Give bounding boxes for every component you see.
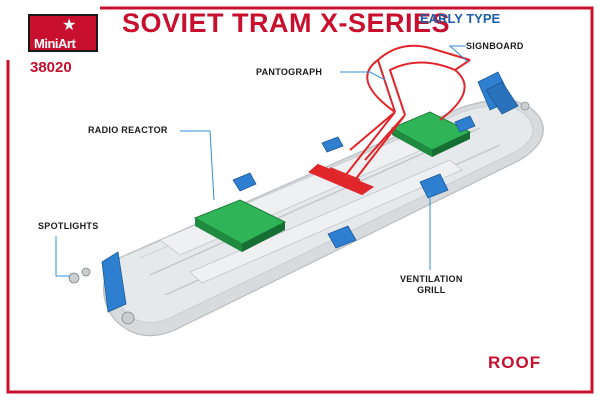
star-icon: ★ (62, 17, 77, 34)
roof-body (102, 99, 544, 337)
spotlights (68, 267, 135, 325)
callout-ventilation-line2: GRILL (417, 285, 446, 295)
page-subtitle: EARLY TYPE (420, 11, 501, 26)
callout-lines (55, 45, 469, 277)
section-label-roof: ROOF (488, 353, 542, 372)
callout-signboard: SIGNBOARD (466, 41, 524, 51)
ventilation-grills (232, 115, 476, 249)
kit-code: 38020 (30, 59, 72, 76)
callout-ventilation-line1: VENTILATION (400, 274, 463, 284)
brand-logo-text: MiniArt (34, 36, 76, 51)
page-title: SOVIET TRAM X-SERIES (122, 8, 451, 38)
radio-reactor-front (193, 199, 287, 252)
front-sign (101, 251, 127, 313)
radio-reactor-rear (390, 111, 472, 157)
pantograph (308, 44, 471, 196)
brand-logo: ★ MiniArt (28, 14, 98, 52)
signboard (477, 71, 530, 115)
callout-radio-reactor: RADIO REACTOR (88, 125, 168, 135)
callout-pantograph: PANTOGRAPH (256, 67, 323, 77)
callout-spotlights: SPOTLIGHTS (38, 221, 99, 231)
callout-ventilation-grill: VENTILATION GRILL (400, 274, 463, 296)
